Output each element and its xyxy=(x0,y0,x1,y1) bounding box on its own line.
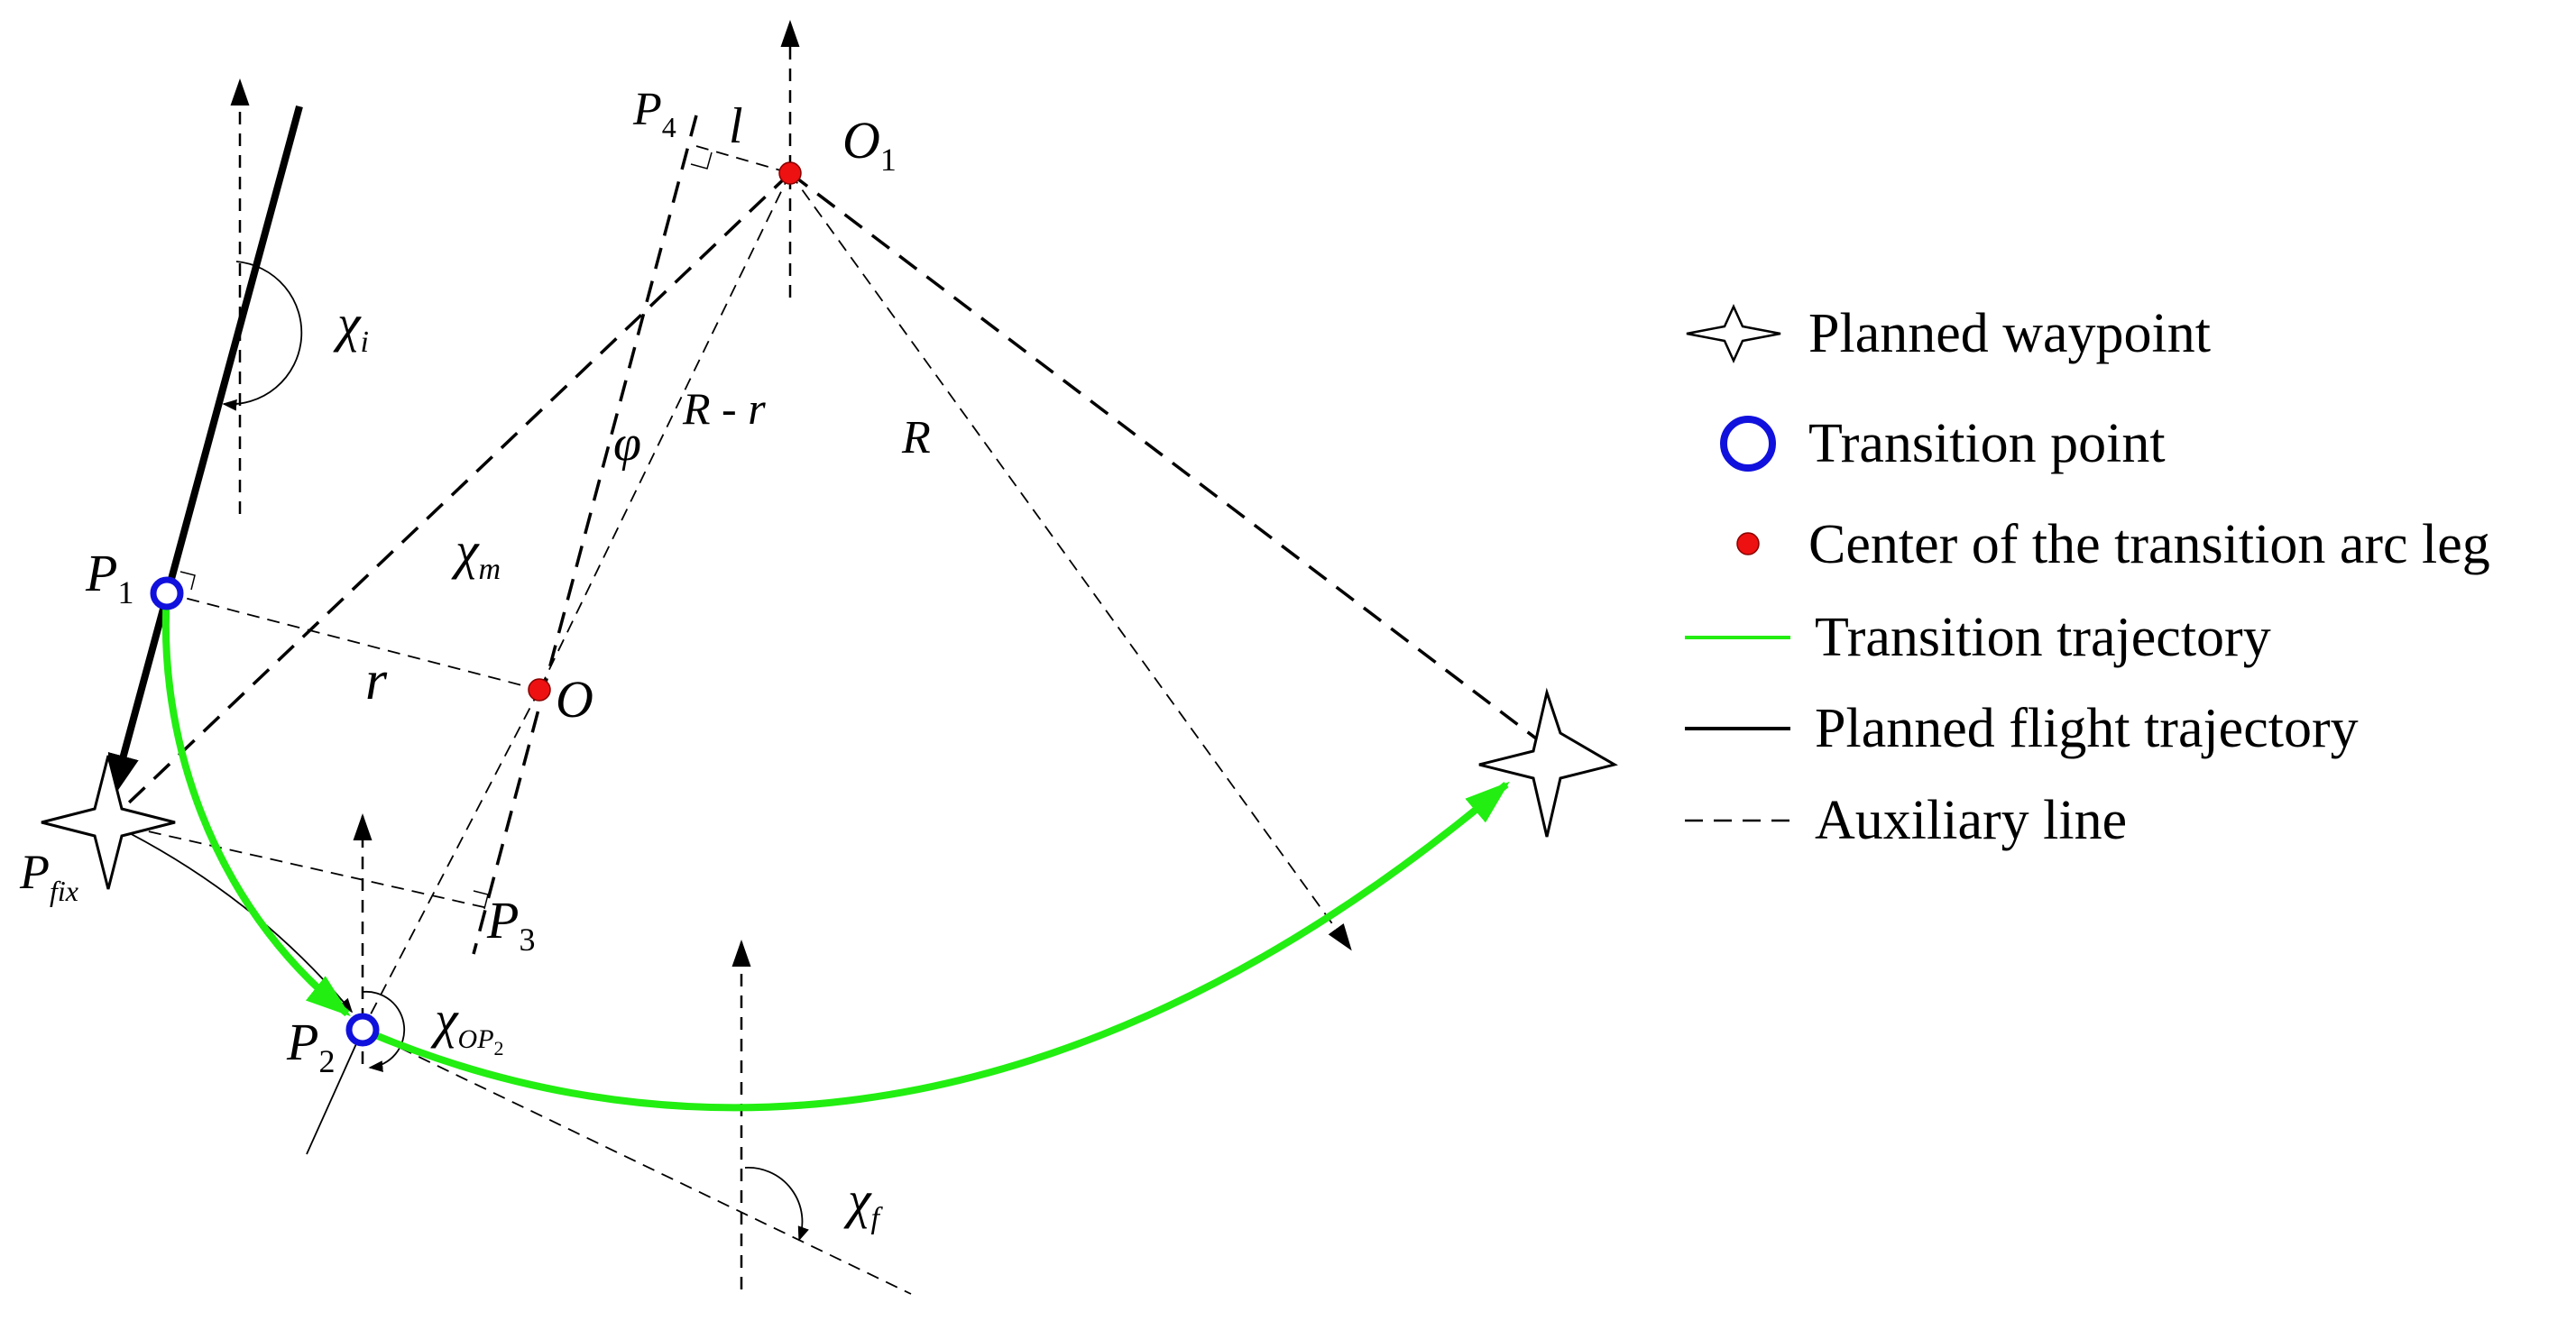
legend-waypoint-label: Planned waypoint xyxy=(1808,303,2211,364)
line-through-p2 xyxy=(306,1029,363,1155)
right-angle-p4 xyxy=(690,151,713,170)
label-p3: P3 xyxy=(486,891,535,958)
transition-trajectory xyxy=(161,592,1510,1112)
label-p4: P4 xyxy=(632,84,676,143)
angle-arcs xyxy=(222,261,809,1242)
legend-transition-point-label: Transition point xyxy=(1808,413,2166,474)
label-l: l xyxy=(729,98,743,154)
auxiliary-lines-bold xyxy=(106,115,1549,955)
legend-item-transition-trajectory: Transition trajectory xyxy=(1685,607,2271,668)
label-chi-i: χi xyxy=(333,294,369,359)
label-p2: P2 xyxy=(286,1013,335,1079)
arc-chi-f xyxy=(744,1167,809,1242)
legend-auxiliary-line-label: Auxiliary line xyxy=(1815,790,2127,851)
legend-item-planned-trajectory: Planned flight trajectory xyxy=(1685,698,2359,759)
transition-arc-1 xyxy=(161,592,351,1017)
arc-chi-i xyxy=(222,261,303,411)
legend: Planned waypoint Transition point Center… xyxy=(1685,303,2490,851)
aux-p2-tangent xyxy=(362,1029,912,1295)
aux-pfix-p3 xyxy=(107,821,492,910)
label-chi-m: χm xyxy=(451,521,501,586)
legend-center-icon xyxy=(1736,532,1760,555)
legend-transition-point-icon xyxy=(1720,416,1776,472)
aux-o1-pfix xyxy=(106,171,792,824)
label-r: r xyxy=(365,650,388,711)
planned-flight-trajectory xyxy=(107,105,303,800)
label-R-minus-r: R - r xyxy=(682,383,766,434)
aux-p1-o xyxy=(166,592,540,691)
auxiliary-lines-thin xyxy=(107,145,1352,1295)
right-angle-markers xyxy=(179,151,713,910)
label-pfix: Pfix xyxy=(19,845,78,907)
transition-arc-2 xyxy=(361,781,1510,1112)
center-o xyxy=(528,678,551,702)
math-labels: P1 P2 P3 P4 O1 Pfix O l r R R - r φ χi χ… xyxy=(19,84,931,1235)
legend-transition-trajectory-label: Transition trajectory xyxy=(1815,607,2271,668)
waypoint-end xyxy=(1478,687,1618,838)
aux-o1-o xyxy=(538,172,791,691)
legend-center-label: Center of the transition arc leg xyxy=(1808,514,2490,575)
label-o1: O1 xyxy=(842,111,897,178)
aux-o1-R xyxy=(789,172,1352,951)
legend-planned-trajectory-label: Planned flight trajectory xyxy=(1815,698,2359,759)
label-chi-op2: χOP2 xyxy=(430,990,504,1060)
legend-item-transition-point: Transition point xyxy=(1720,413,2166,474)
label-phi: φ xyxy=(613,416,641,472)
legend-item-center: Center of the transition arc leg xyxy=(1736,514,2490,575)
legend-item-auxiliary-line: Auxiliary line xyxy=(1685,790,2127,851)
north-reference-lines xyxy=(230,20,800,1289)
transition-point-p2 xyxy=(345,1013,380,1047)
right-angle-p1 xyxy=(179,571,196,591)
arc-chi-op2 xyxy=(362,990,406,1072)
helper-solid-lines xyxy=(107,821,363,1155)
label-p1: P1 xyxy=(85,544,133,610)
transition-point-p1 xyxy=(150,576,184,610)
legend-item-waypoint: Planned waypoint xyxy=(1686,303,2211,364)
aux-p4-o1 xyxy=(695,145,791,174)
center-o1 xyxy=(778,161,802,185)
label-o: O xyxy=(556,670,593,729)
waypoint-pfix xyxy=(41,755,176,890)
label-chi-f: χf xyxy=(843,1170,884,1235)
aux-o1-end-waypoint xyxy=(788,171,1549,748)
label-R: R xyxy=(901,412,931,463)
right-angle-p3 xyxy=(473,890,489,910)
aux-p4-p3 xyxy=(472,115,698,955)
aux-o-p2 xyxy=(362,689,540,1031)
legend-waypoint-icon xyxy=(1686,303,1781,364)
